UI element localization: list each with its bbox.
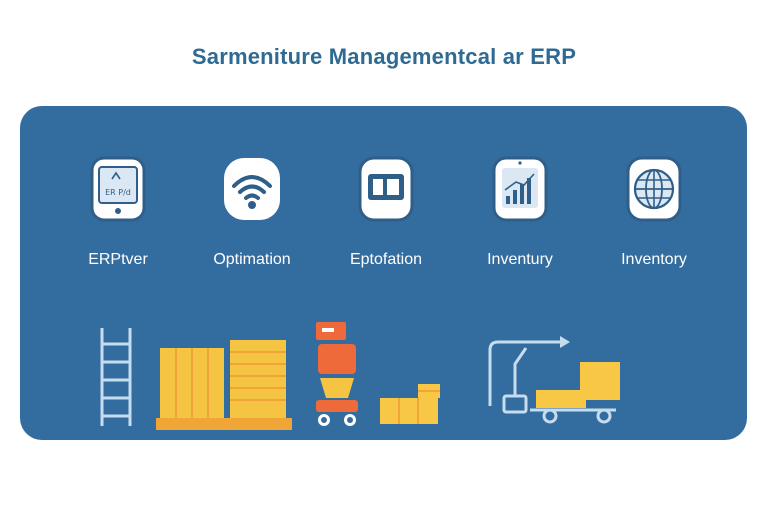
device-screen-text: ER P/d [105,188,131,197]
warehouse-scene [100,322,620,430]
module-label-inventury: Inventury [487,251,553,268]
page-title: Sarmeniture Managementcal ar ERP [191,44,577,69]
module-inventory[interactable]: Inventory [594,156,714,276]
wifi-icon [224,158,280,220]
module-label-erptver: ERPtver [88,251,148,268]
erp-panel: ER P/d ERPtver Optimation Eptofation [20,106,747,440]
forklift-icon [488,336,620,424]
module-label-optimation: Optimation [213,251,291,268]
ladder-icon [100,328,132,426]
module-inventury[interactable]: Inventury [460,156,580,276]
box-cluster-icon [380,384,440,424]
monitor-icon [358,156,414,222]
robot-cart-icon [316,322,358,426]
chart-tablet-icon [492,156,548,222]
module-erptver[interactable]: ER P/d ERPtver [58,156,178,276]
pallet-stack-icon [156,340,292,430]
module-label-eptofation: Eptofation [349,251,423,268]
module-label-inventory: Inventory [621,251,687,268]
device-screen-icon: ER P/d [90,156,146,222]
globe-icon [626,156,682,222]
module-eptofation[interactable]: Eptofation [326,156,446,276]
module-optimation[interactable]: Optimation [192,156,312,276]
